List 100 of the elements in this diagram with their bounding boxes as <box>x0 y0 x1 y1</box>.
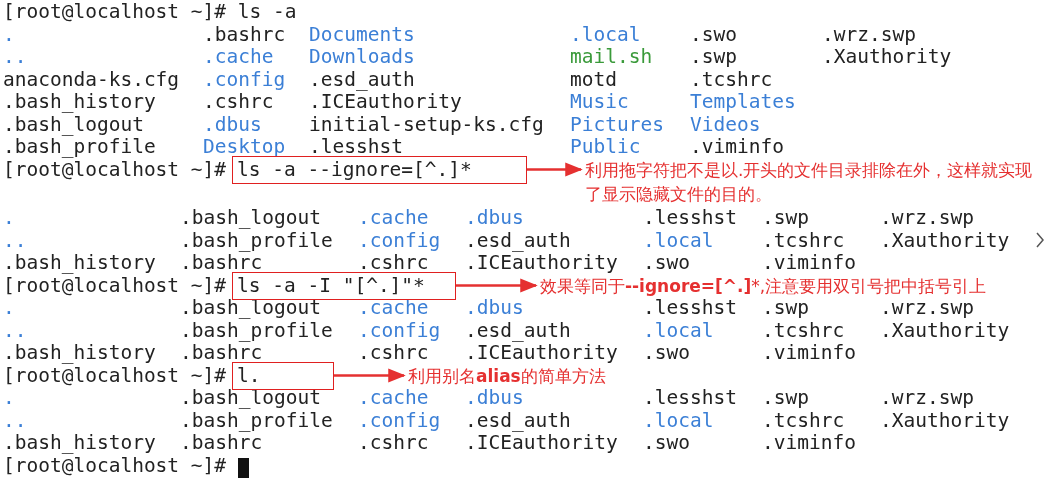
file-name: Downloads <box>309 46 415 69</box>
file-name: .swo <box>690 23 737 46</box>
command-prompt: [root@localhost ~]# ls -a <box>3 1 297 24</box>
file-name: Documents <box>309 23 415 46</box>
file-name: Videos <box>690 113 761 136</box>
file-name: .swo <box>643 432 690 455</box>
file-name: .esd_auth <box>465 409 571 432</box>
file-name: .cache <box>203 46 274 69</box>
file-name: .cshrc <box>358 432 429 455</box>
file-name: .cshrc <box>358 342 429 365</box>
command-prompt: [root@localhost ~]# <box>3 454 227 477</box>
command-prompt: [root@localhost ~]# <box>3 158 227 181</box>
file-name: .wrz.swp <box>880 387 974 410</box>
file-name: .dbus <box>465 207 524 230</box>
file-name: .esd_auth <box>309 68 415 91</box>
file-name: .wrz.swp <box>822 23 916 46</box>
file-name: .tcshrc <box>762 319 845 342</box>
command-prompt: [root@localhost ~]# <box>3 364 227 387</box>
file-name: .. <box>3 409 27 432</box>
file-name: .tcshrc <box>690 68 773 91</box>
file-name: .local <box>643 409 714 432</box>
file-name: .local <box>643 319 714 342</box>
file-name: .swp <box>762 297 809 320</box>
file-name: .bash_history <box>3 342 156 365</box>
file-name: .config <box>358 319 441 342</box>
file-name: .Xauthority <box>880 409 1010 432</box>
file-name: .tcshrc <box>762 229 845 252</box>
file-name: .bash_logout <box>180 207 321 230</box>
arrow <box>334 368 406 383</box>
file-name: .local <box>570 23 641 46</box>
file-name: .wrz.swp <box>880 207 974 230</box>
annotation-text: 效果等同于--ignore=[^.]*,注意要用双引号把中括号引上 <box>540 273 1050 298</box>
file-name: .Xauthority <box>880 319 1010 342</box>
file-name: .bash_logout <box>180 297 321 320</box>
file-name: . <box>3 207 15 230</box>
file-name: .config <box>358 409 441 432</box>
file-name: .bash_history <box>3 252 156 275</box>
file-name: .viminfo <box>762 342 856 365</box>
file-name: Pictures <box>570 113 664 136</box>
file-name: .. <box>3 46 27 69</box>
highlight-box: ls -a -I "[^.]"* <box>232 271 456 300</box>
arrow <box>456 278 538 293</box>
arrow <box>527 162 583 177</box>
file-name: Music <box>570 91 629 114</box>
file-name: mail.sh <box>570 46 653 69</box>
highlight-box: ls -a --ignore=[^.]* <box>232 155 527 184</box>
file-name: .config <box>358 229 441 252</box>
file-name: .bash_profile <box>180 319 333 342</box>
file-name: . <box>3 23 15 46</box>
file-name: .swp <box>762 207 809 230</box>
command-prompt: [root@localhost ~]# <box>3 274 227 297</box>
file-name: .. <box>3 229 27 252</box>
file-name: .ICEauthority <box>309 91 462 114</box>
file-name: .ICEauthority <box>465 432 618 455</box>
file-name: .local <box>643 229 714 252</box>
file-name: .bash_profile <box>180 409 333 432</box>
file-name: Public <box>570 136 641 159</box>
file-name: .bash_profile <box>180 229 333 252</box>
file-name: .cache <box>358 387 429 410</box>
file-name: .swp <box>690 46 737 69</box>
file-name: .dbus <box>465 387 524 410</box>
file-name: .dbus <box>203 113 262 136</box>
file-name: .Xauthority <box>880 229 1010 252</box>
highlight-box: l. <box>232 361 334 390</box>
annotation-text: 利用拖字符把不是以.开头的文件目录排除在外，这样就实现了显示隐藏文件的目的。 <box>585 157 1040 206</box>
file-name: .bash_history <box>3 91 156 114</box>
file-name: .viminfo <box>762 432 856 455</box>
file-name: .bashrc <box>180 432 263 455</box>
file-name: .cache <box>358 207 429 230</box>
file-name: .ICEauthority <box>465 342 618 365</box>
file-name: .esd_auth <box>465 319 571 342</box>
file-name: anaconda-ks.cfg <box>3 68 180 91</box>
file-name: .lesshst <box>643 207 737 230</box>
file-name: .bash_profile <box>3 136 156 159</box>
file-name: .swo <box>643 252 690 275</box>
annotation-text: 利用别名alias的简单方法 <box>408 363 708 388</box>
file-name: .swp <box>762 387 809 410</box>
file-name: .lesshst <box>643 297 737 320</box>
file-name: .lesshst <box>643 387 737 410</box>
file-name: .viminfo <box>762 252 856 275</box>
file-name: motd <box>570 68 617 91</box>
file-name: .esd_auth <box>465 229 571 252</box>
file-name: .tcshrc <box>762 409 845 432</box>
file-name: .bash_logout <box>3 113 144 136</box>
file-name: initial-setup-ks.cfg <box>309 113 544 136</box>
file-name: .cache <box>358 297 429 320</box>
file-name: .ICEauthority <box>465 252 618 275</box>
file-name: .cshrc <box>203 91 274 114</box>
file-name: .dbus <box>465 297 524 320</box>
file-name: Templates <box>690 91 796 114</box>
file-name: .viminfo <box>690 136 784 159</box>
file-name: . <box>3 297 15 320</box>
file-name: .bash_logout <box>180 387 321 410</box>
file-name: .swo <box>643 342 690 365</box>
file-name: .bash_history <box>3 432 156 455</box>
file-name: .bashrc <box>203 23 286 46</box>
file-name: .config <box>203 68 286 91</box>
file-name: .wrz.swp <box>880 297 974 320</box>
file-name: . <box>3 387 15 410</box>
file-name: .. <box>3 319 27 342</box>
